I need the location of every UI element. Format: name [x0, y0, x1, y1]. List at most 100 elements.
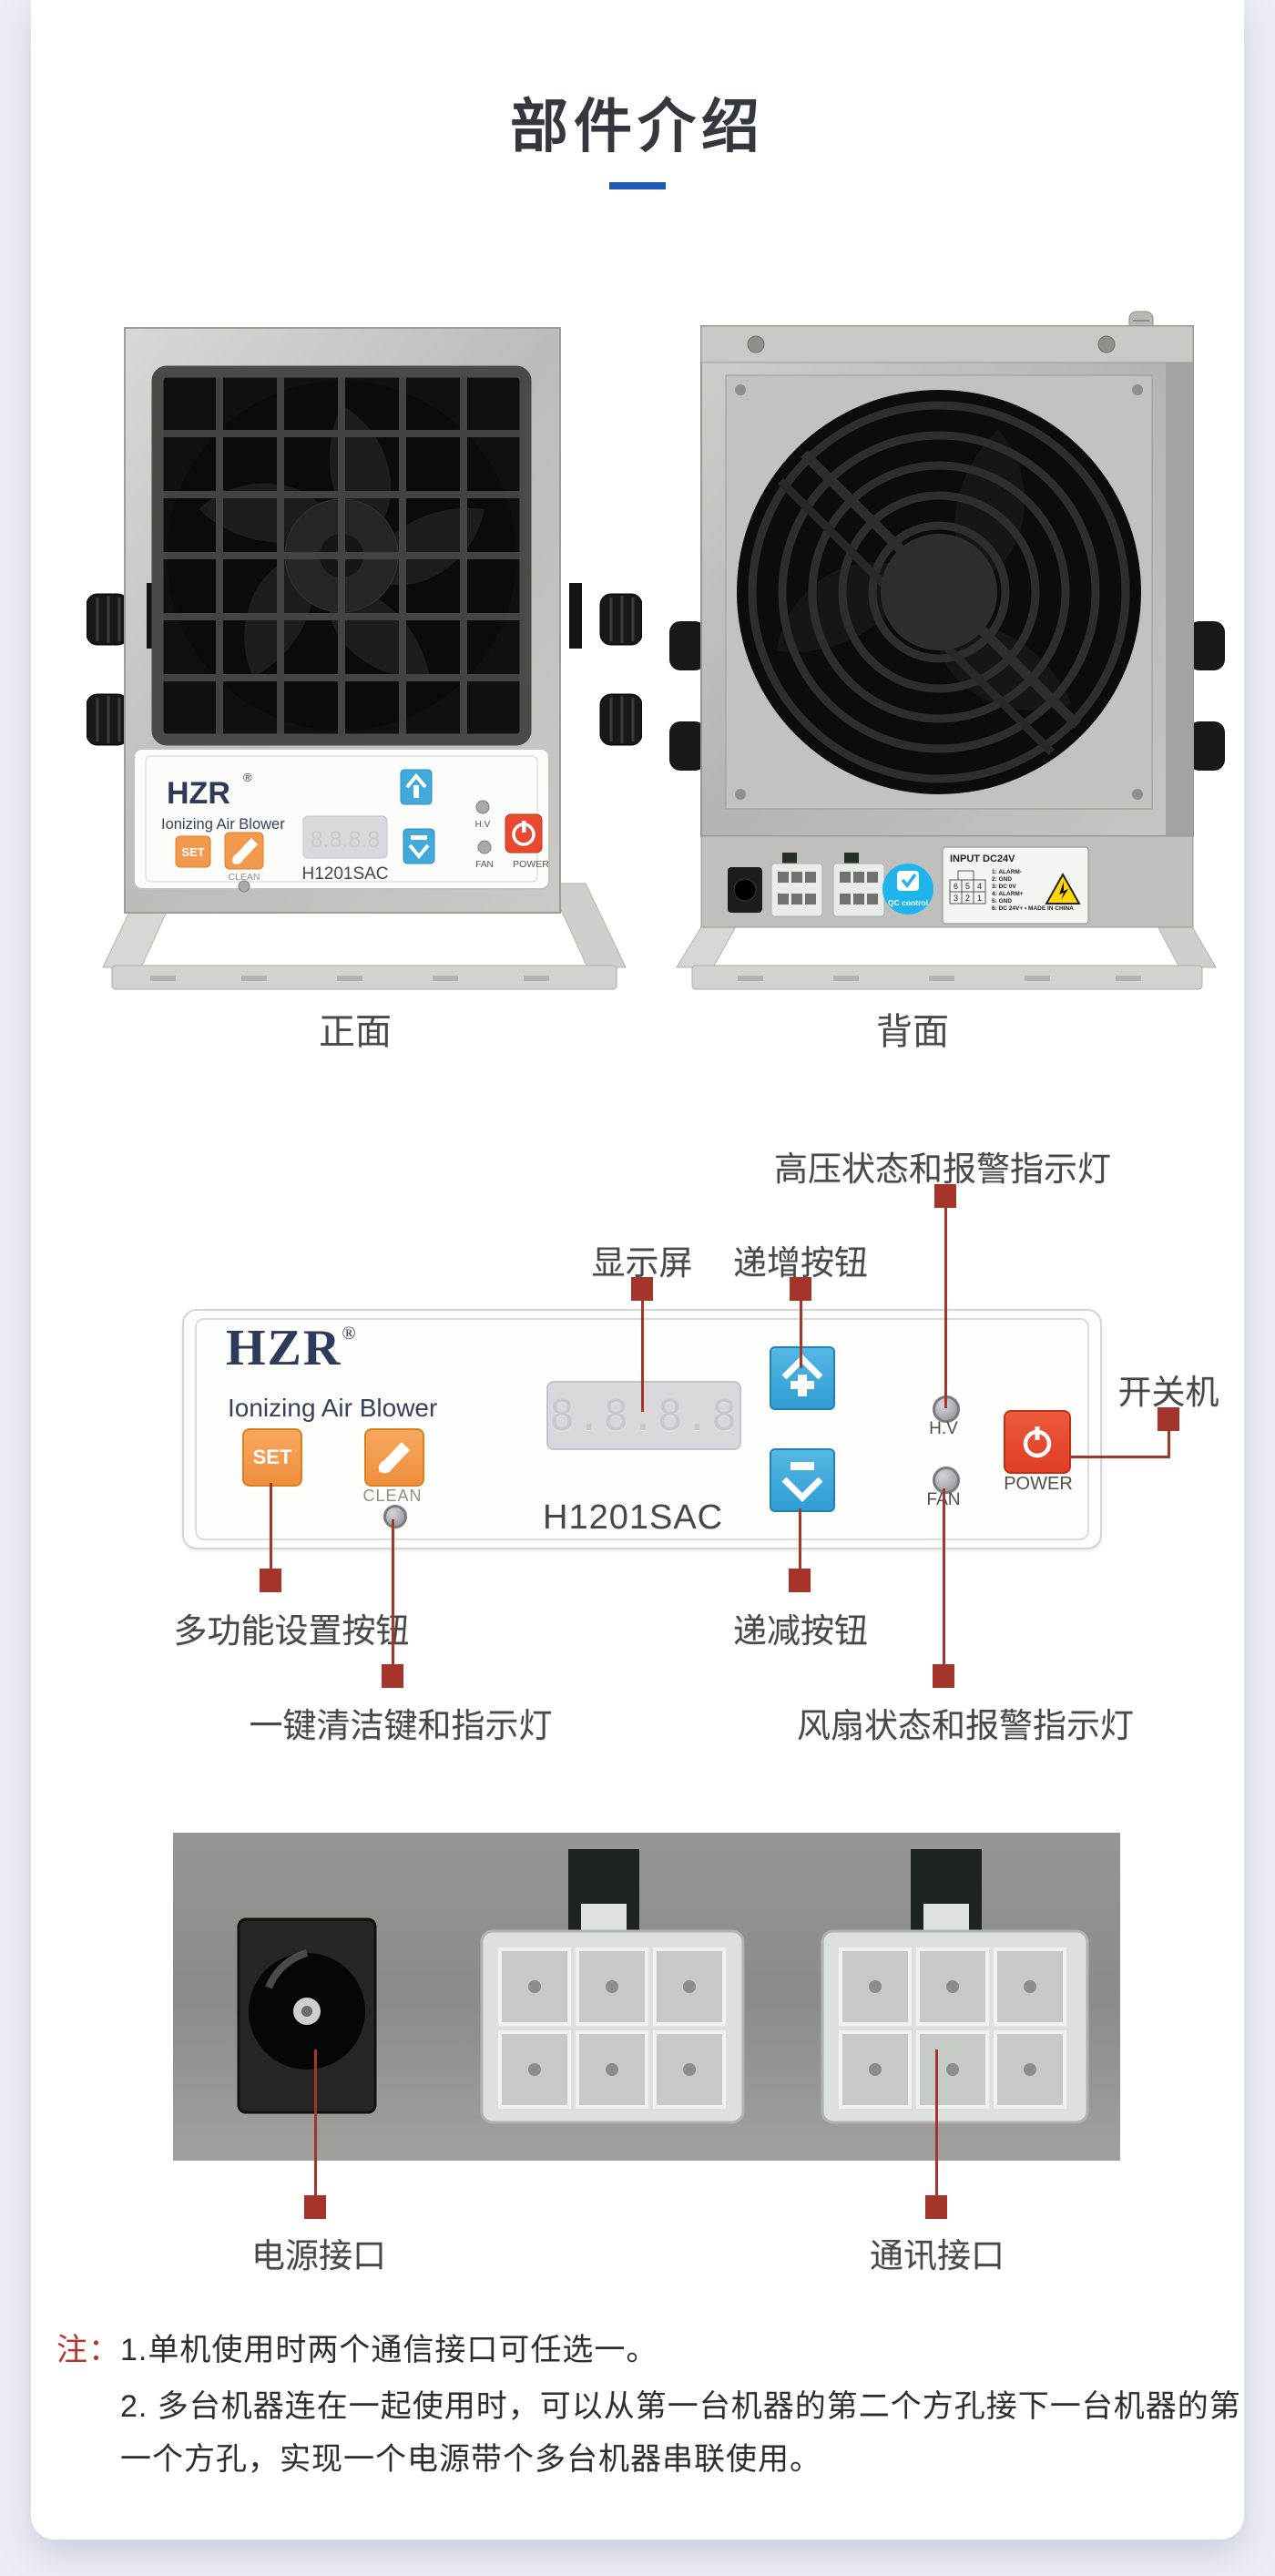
clean-led: [383, 1505, 407, 1528]
brush-icon: [378, 1442, 410, 1474]
svg-text:2: GND: 2: GND: [992, 876, 1012, 883]
svg-text:4: 4: [977, 882, 982, 891]
clean-button: [364, 1428, 424, 1487]
mounting-knobs: [669, 621, 1225, 771]
callout-clean-marker: [382, 1664, 403, 1688]
callout-increase-label: 递增按钮: [733, 1244, 868, 1282]
svg-text:5: 5: [965, 882, 970, 891]
comm-connector-2: [832, 853, 885, 917]
mini-set-button: SET: [181, 845, 204, 859]
svg-text:H.V: H.V: [475, 820, 491, 830]
note-line-3: 一个方孔，实现一个电源带个多台机器串联使用。: [120, 2442, 821, 2477]
callout-comm-port-marker: [925, 2195, 947, 2219]
check-icon: [901, 873, 917, 888]
grille-bars: [158, 372, 525, 740]
callout-decrease-marker: [789, 1569, 811, 1592]
svg-text:POWER: POWER: [513, 859, 549, 870]
callout-fan-line: [943, 1488, 945, 1664]
model-number: H1201SAC: [543, 1498, 724, 1537]
callout-set-label: 多功能设置按钮: [173, 1612, 410, 1650]
svg-text:8.8.8.8: 8.8.8.8: [311, 827, 380, 853]
svg-text:®: ®: [243, 771, 252, 784]
comm-connector-2: [821, 1849, 1089, 2124]
fan-guard: [737, 390, 1141, 794]
page-title: 部件介绍: [510, 94, 765, 159]
callout-decrease-line: [799, 1508, 801, 1569]
callout-comm-port-label: 通讯接口: [870, 2237, 1005, 2274]
callout-set-line: [270, 1483, 272, 1569]
front-stand: [102, 883, 627, 990]
callout-display-label: 显示屏: [591, 1244, 693, 1282]
svg-text:3: DC 0V: 3: DC 0V: [992, 884, 1016, 890]
mini-clean-button: [224, 832, 264, 870]
svg-text:3: 3: [954, 894, 958, 903]
title-underline: [609, 182, 666, 189]
input-spec-label: INPUT DC24V 6 5 4 3 2 1 1: ALARM- 2: GND: [942, 846, 1089, 925]
mini-brand: HZR: [167, 776, 230, 811]
svg-text:6: DC 24V+ • MADE IN CHINA: 6: DC 24V+ • MADE IN CHINA: [992, 905, 1074, 912]
callout-power-port-marker: [304, 2195, 326, 2219]
decrease-button: [770, 1448, 835, 1512]
callout-set-marker: [260, 1569, 281, 1592]
callout-power-marker: [1158, 1407, 1179, 1431]
mounting-knobs: [87, 593, 642, 746]
mini-subtitle: Ionizing Air Blower: [161, 816, 285, 833]
callout-display-marker: [631, 1277, 653, 1301]
callout-hv-marker: [934, 1184, 956, 1208]
fan-led: [933, 1467, 960, 1494]
power-icon: [1023, 1426, 1052, 1458]
callout-power-line-h: [1069, 1456, 1170, 1458]
svg-text:1: ALARM-: 1: ALARM-: [992, 869, 1022, 875]
registered-mark: ®: [342, 1324, 358, 1344]
note-line-2: 2. 多台机器连在一起使用时，可以从第一台机器的第二个方孔接下一台机器的第: [120, 2389, 1241, 2424]
callout-display-line: [641, 1301, 644, 1412]
callout-fan-label: 风扇状态和报警指示灯: [797, 1707, 1134, 1744]
brand-logo: HZR®: [226, 1320, 358, 1376]
svg-text:5: GND: 5: GND: [992, 898, 1012, 905]
callout-power-port-label: 电源接口: [251, 2237, 386, 2274]
mini-down-button: [403, 828, 435, 864]
power-label: POWER: [1004, 1474, 1073, 1494]
hv-label: H.V: [929, 1419, 958, 1438]
set-button: SET: [242, 1428, 302, 1487]
svg-text:QC control: QC control: [888, 898, 928, 907]
svg-text:2: 2: [965, 894, 970, 903]
callout-hv-line: [944, 1208, 947, 1408]
fan-grille: [151, 365, 532, 746]
callout-power-label: 开关机: [1117, 1374, 1219, 1411]
note-prefix: 注：: [56, 2333, 120, 2367]
svg-text:6: 6: [954, 882, 958, 891]
panel-subtitle: Ionizing Air Blower: [228, 1394, 438, 1422]
svg-text:FAN: FAN: [475, 860, 493, 870]
svg-text:CLEAN: CLEAN: [228, 872, 260, 883]
mini-clean-led: [238, 880, 250, 893]
callout-power-line-v: [1168, 1431, 1170, 1458]
callout-clean-line: [392, 1519, 394, 1664]
comm-connector-1: [770, 853, 823, 917]
mini-up-button: [400, 769, 433, 805]
callout-power-port-line: [314, 2050, 317, 2195]
mini-model: H1201SAC: [301, 864, 388, 884]
dc-jack: [728, 867, 762, 913]
callout-clean-label: 一键清洁键和指示灯: [249, 1707, 553, 1744]
svg-text:INPUT DC24V: INPUT DC24V: [950, 854, 1015, 864]
increase-button: [770, 1346, 835, 1410]
svg-text:4: ALARM+: 4: ALARM+: [992, 891, 1024, 897]
mini-power-button: [505, 813, 543, 854]
svg-text:1: 1: [977, 894, 982, 903]
warning-icon: [1045, 872, 1081, 905]
down-arrow-icon: [781, 1462, 823, 1502]
mini-fan-led: [477, 840, 492, 854]
hv-led: [933, 1395, 960, 1423]
callout-hv-label: 高压状态和报警指示灯: [774, 1150, 1111, 1188]
front-control-panel: HZR ® Ionizing Air Blower SET CLEAN 8.8.…: [133, 748, 550, 893]
callout-increase-marker: [790, 1277, 811, 1301]
back-photo: QC control INPUT DC24V 6 5 4 3 2 1: [669, 311, 1225, 990]
dc-jack: [237, 1917, 377, 2114]
callout-decrease-label: 递减按钮: [733, 1612, 868, 1650]
front-photo: HZR ® Ionizing Air Blower SET CLEAN 8.8.…: [87, 327, 642, 990]
callout-comm-port-line: [935, 2050, 938, 2195]
qc-control-sticker: QC control: [882, 864, 933, 915]
back-lower-section: QC control INPUT DC24V 6 5 4 3 2 1: [700, 835, 1194, 928]
